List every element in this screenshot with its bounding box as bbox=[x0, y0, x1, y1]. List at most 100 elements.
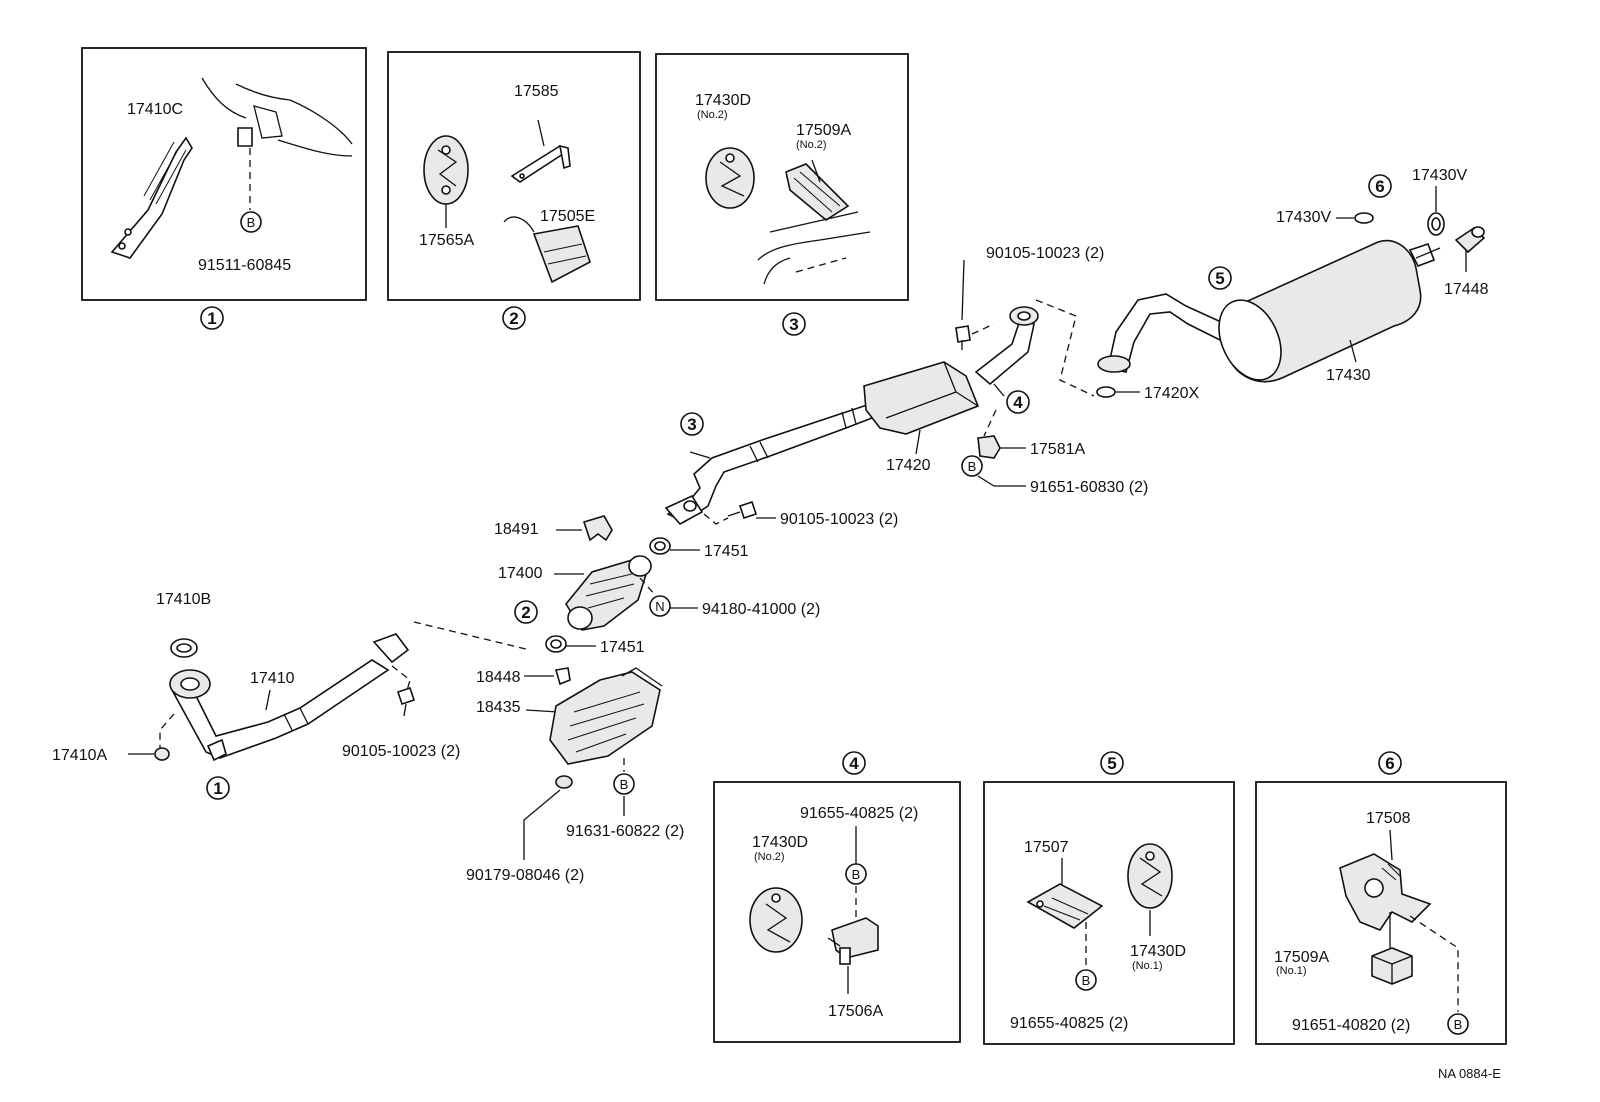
center-pipe-17420[interactable] bbox=[664, 306, 1039, 526]
callout-6-inset[interactable]: 6 bbox=[1378, 751, 1402, 775]
gasket-17420X[interactable] bbox=[1096, 386, 1116, 398]
leader-17430 bbox=[1349, 339, 1357, 363]
hanger-17430D-inset3[interactable] bbox=[705, 147, 755, 209]
part-label-17430D-inset5: 17430D bbox=[1130, 943, 1186, 960]
callout-4-inset[interactable]: 4 bbox=[842, 751, 866, 775]
inset-2-frame bbox=[387, 51, 641, 301]
svg-text:3: 3 bbox=[789, 315, 798, 334]
nut-n-symbol[interactable]: N bbox=[649, 595, 671, 617]
svg-text:B: B bbox=[620, 777, 629, 792]
hanger-rod-3 bbox=[689, 451, 711, 459]
part-label-17430V-left: 17430V bbox=[1276, 209, 1331, 226]
bolt-b-symbol-inset4[interactable]: B bbox=[845, 863, 867, 885]
bracket-17507[interactable] bbox=[1026, 883, 1104, 929]
bolt-b-symbol-inset6[interactable]: B bbox=[1447, 1013, 1469, 1035]
part-label-17430: 17430 bbox=[1326, 367, 1371, 384]
bolt-b-center[interactable]: B bbox=[961, 455, 983, 477]
leader-dash-17581A bbox=[983, 409, 997, 437]
bolt-b-shield[interactable]: B bbox=[613, 773, 635, 795]
center-pipe-assembly: 3 17420 4 17581A bbox=[664, 245, 1148, 528]
part-label-17420X: 17420X bbox=[1144, 385, 1199, 402]
svg-text:B: B bbox=[852, 867, 861, 882]
leader-dash-n bbox=[639, 577, 657, 597]
ring-17430V-right[interactable] bbox=[1427, 212, 1445, 236]
part-label-91511-60845: 91511-60845 bbox=[198, 257, 291, 274]
bolt-90105-mid[interactable] bbox=[727, 500, 758, 520]
nut-90179[interactable] bbox=[555, 775, 573, 789]
bolt-18448[interactable] bbox=[554, 667, 571, 686]
hanger-rod-4 bbox=[993, 383, 1005, 397]
heat-shield-18435[interactable] bbox=[549, 667, 663, 765]
part-label-90179-08046: 90179-08046 (2) bbox=[466, 867, 584, 884]
gasket-17451-lower[interactable] bbox=[545, 635, 567, 653]
bolt-90105-front[interactable] bbox=[396, 686, 416, 717]
nut-17410A[interactable] bbox=[154, 747, 170, 761]
part-label-90105-10023-top: 90105-10023 (2) bbox=[986, 245, 1104, 262]
part-sublabel-no1-inset6: (No.1) bbox=[1276, 965, 1307, 977]
leader-dash-mid-bolt bbox=[703, 513, 729, 525]
hanger-17581A[interactable] bbox=[977, 435, 1001, 459]
hanger-17430D-inset5[interactable] bbox=[1127, 843, 1173, 909]
part-sublabel-no2-17509A: (No.2) bbox=[796, 139, 827, 151]
part-label-91651-40820: 91651-40820 (2) bbox=[1292, 1017, 1410, 1034]
leader-17420 bbox=[915, 429, 921, 455]
callout-3-main[interactable]: 3 bbox=[680, 412, 704, 436]
bolt-b-symbol[interactable]: B bbox=[240, 211, 262, 233]
leader-dash-top-bolt bbox=[971, 323, 995, 335]
bracket-18491[interactable] bbox=[582, 515, 613, 542]
part-label-17509A-inset6: 17509A bbox=[1274, 949, 1329, 966]
part-label-17509A-inset3: 17509A bbox=[796, 122, 851, 139]
converter-assembly: 18448 18435 90179-08046 (2) B 91631-6082… bbox=[466, 515, 820, 884]
inset-3: 17430D (No.2) 17509A (No.2) 3 bbox=[655, 53, 909, 336]
leader-dash-to-17420X bbox=[1035, 299, 1095, 397]
part-label-17585: 17585 bbox=[514, 83, 559, 100]
bracket-17585[interactable] bbox=[510, 119, 571, 183]
svg-text:B: B bbox=[1454, 1017, 1463, 1032]
muffler-assembly: 17420X 5 17430 6 17430V 17430V bbox=[1096, 167, 1489, 402]
leader-90105-top bbox=[961, 259, 965, 321]
part-label-18491: 18491 bbox=[494, 521, 539, 538]
bracket-17509A-inset3[interactable] bbox=[785, 163, 850, 221]
inset-1-frame bbox=[81, 47, 367, 301]
bracket-17506A[interactable] bbox=[827, 917, 879, 965]
part-label-17581A: 17581A bbox=[1030, 441, 1085, 458]
gasket-17410B[interactable] bbox=[170, 638, 198, 658]
svg-text:5: 5 bbox=[1107, 754, 1116, 773]
svg-text:6: 6 bbox=[1375, 177, 1384, 196]
callout-2-main[interactable]: 2 bbox=[514, 600, 538, 624]
callout-1-main[interactable]: 1 bbox=[206, 776, 230, 800]
tail-tip-17448[interactable] bbox=[1454, 226, 1486, 254]
catalytic-converter-17400[interactable] bbox=[565, 555, 652, 631]
callout-6-main[interactable]: 6 bbox=[1368, 174, 1392, 198]
part-label-91655-40825-inset4: 91655-40825 (2) bbox=[800, 805, 918, 822]
hanger-17430D-inset4[interactable] bbox=[749, 887, 803, 953]
block-17509A[interactable] bbox=[1371, 947, 1413, 985]
bracket-17410C[interactable] bbox=[110, 136, 193, 259]
callout-5-main[interactable]: 5 bbox=[1208, 266, 1232, 290]
callout-5-inset[interactable]: 5 bbox=[1100, 751, 1124, 775]
leader-dash-inset6 bbox=[1409, 915, 1459, 1012]
inset-4-frame bbox=[713, 781, 961, 1043]
bolt-b-symbol-inset5[interactable]: B bbox=[1075, 969, 1097, 991]
part-label-94180-41000: 94180-41000 (2) bbox=[702, 601, 820, 618]
muffler-17430[interactable] bbox=[1097, 239, 1441, 390]
bracket-17505E[interactable] bbox=[503, 216, 591, 284]
hanger-17565A[interactable] bbox=[423, 135, 469, 205]
callout-1-inset[interactable]: 1 bbox=[200, 306, 224, 330]
part-label-17400: 17400 bbox=[498, 565, 543, 582]
bracket-17508[interactable] bbox=[1339, 853, 1432, 931]
ring-17430V-left[interactable] bbox=[1354, 212, 1374, 224]
part-label-17507: 17507 bbox=[1024, 839, 1069, 856]
callout-4-main[interactable]: 4 bbox=[1006, 390, 1030, 414]
front-pipe-17410[interactable] bbox=[169, 633, 410, 762]
gasket-17451-upper[interactable] bbox=[649, 537, 671, 555]
callout-2-inset[interactable]: 2 bbox=[502, 306, 526, 330]
svg-text:B: B bbox=[247, 215, 256, 230]
part-label-17506A: 17506A bbox=[828, 1003, 883, 1020]
bolt-90105-top[interactable] bbox=[955, 325, 971, 350]
part-label-91651-60830: 91651-60830 (2) bbox=[1030, 479, 1148, 496]
part-label-17430D-inset4: 17430D bbox=[752, 834, 808, 851]
callout-3-inset[interactable]: 3 bbox=[782, 312, 806, 336]
inset-5: 5 17507 B 91655-40825 (2) 17430D (No.1) bbox=[983, 751, 1235, 1045]
